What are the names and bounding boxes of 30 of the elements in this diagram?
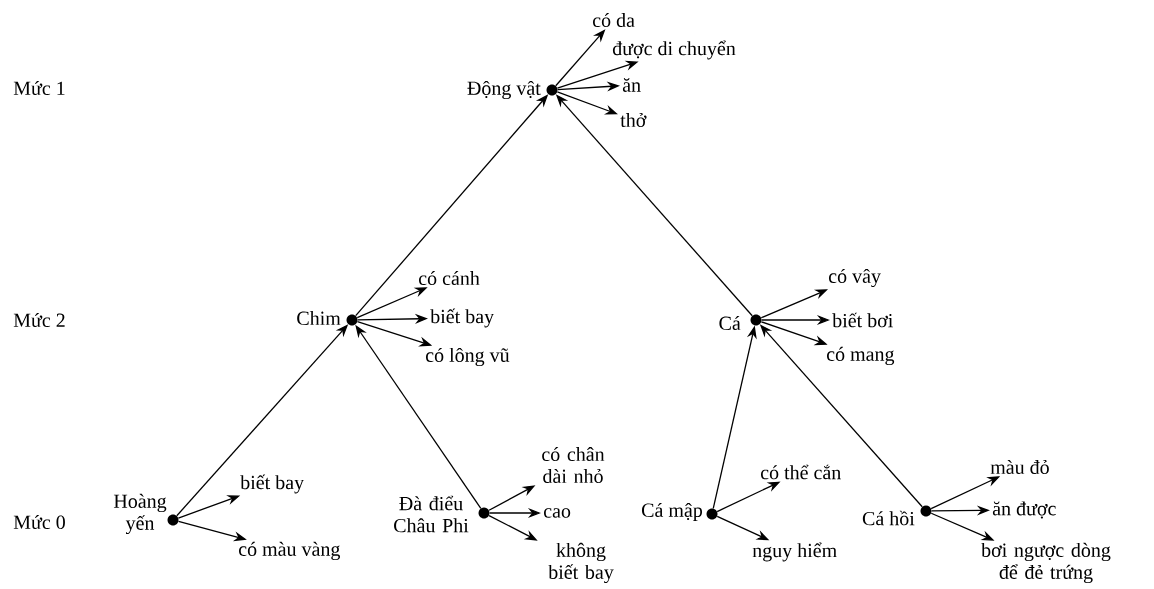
concept-label: Cá (719, 315, 741, 331)
attribute-text: có màu vàng (239, 541, 340, 561)
attribute-text: có chân dài nhỏ (542, 446, 605, 484)
attribute-text: có mang (826, 346, 895, 366)
concept-label: Cá mập (641, 502, 703, 522)
concept-label: Động vật (467, 80, 541, 100)
level-label: Mức 1 (13, 80, 65, 96)
attribute-text: có lông vũ (426, 347, 510, 367)
level-label: Mức 2 (13, 312, 65, 328)
attribute-text: biết bơi (832, 312, 893, 328)
concept-label: Cá hồi (862, 510, 915, 526)
attribute-text: ăn được (992, 501, 1056, 519)
attribute-text: nguy hiểm (752, 542, 837, 562)
concept-label: Đà điểu Châu Phi (394, 495, 469, 533)
attribute-text: có thể cắn (760, 464, 841, 480)
attribute-text: ăn (622, 78, 641, 92)
attribute-text: màu đỏ (990, 459, 1049, 475)
attribute-text: được di chuyển (612, 40, 736, 60)
attribute-text: có vây (828, 268, 881, 288)
concept-label: Hoàng yến (113, 493, 167, 535)
attribute-text: biết bay (240, 474, 304, 494)
attribute-text: có cánh (419, 270, 480, 286)
concept-label: Chim (297, 310, 341, 325)
level-label: Mức 0 (13, 514, 65, 530)
attribute-text: bơi ngược dòng để đẻ trứng (981, 542, 1111, 584)
attribute-text: cao (544, 508, 571, 518)
attribute-text: thở (620, 112, 647, 127)
attribute-text: không biết bay (548, 542, 614, 584)
attribute-text: có da (592, 12, 635, 28)
attribute-text: biết bay (430, 308, 494, 328)
